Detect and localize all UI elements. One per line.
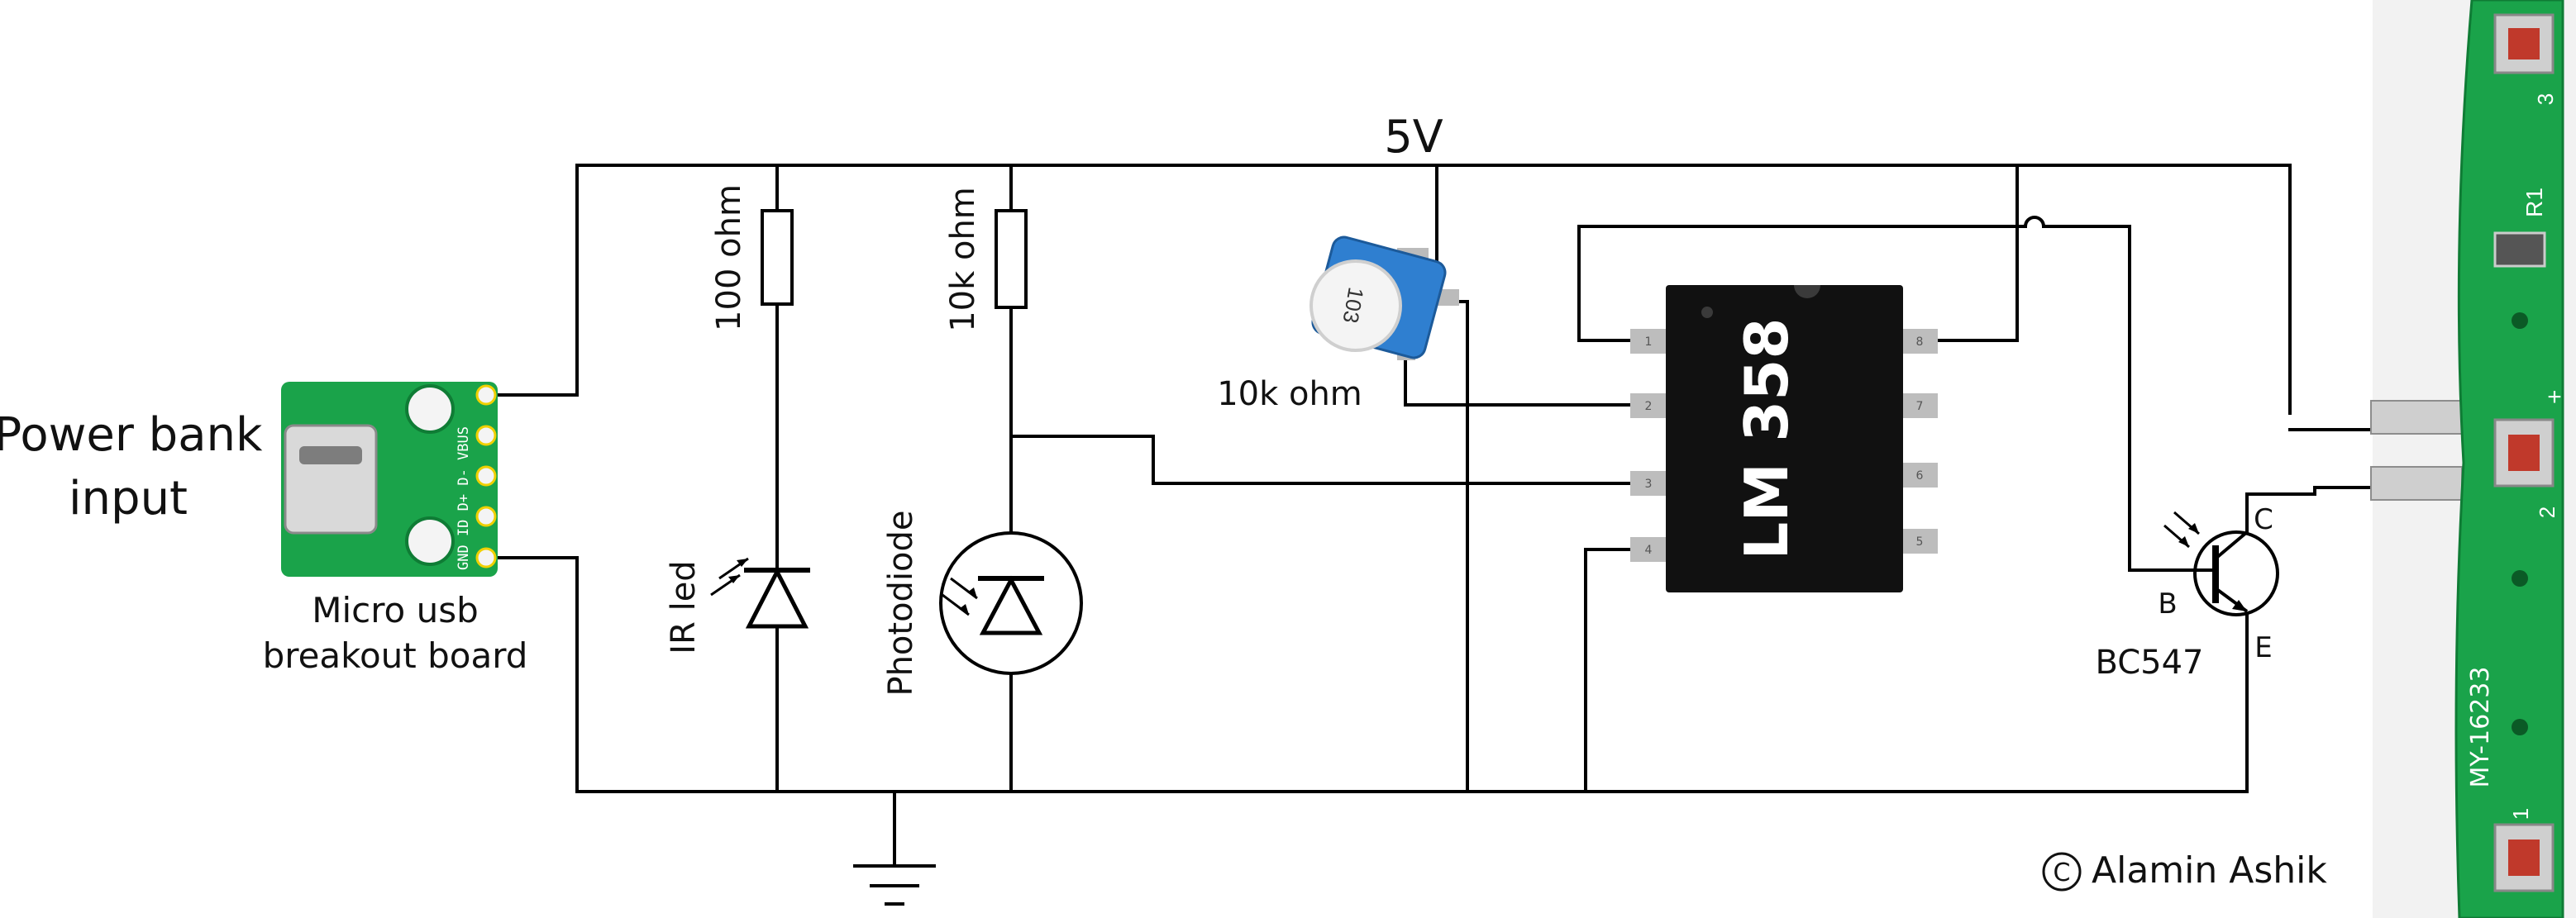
- ground-symbol: [853, 864, 936, 906]
- crossover-hop: [2023, 216, 2046, 229]
- trimmer-potentiometer: 103: [1309, 235, 1459, 360]
- pcb-r1-label: R1: [2521, 188, 2547, 217]
- copyright-symbol: C: [2054, 859, 2071, 887]
- copyright-notice: C Alamin Ashik: [2042, 849, 2327, 892]
- pot-label: 10k ohm: [1217, 375, 1362, 413]
- pcb-plus-mark: +: [2547, 383, 2562, 411]
- copyright-text: Alamin Ashik: [2092, 849, 2327, 892]
- pcb-pad-3: 3: [2533, 93, 2558, 105]
- transistor-pin-e: E: [2254, 631, 2272, 664]
- pot-gnd-wire: [1449, 300, 1469, 793]
- pot-wiper-wire: [1404, 345, 1648, 407]
- pin4-wire: [1584, 548, 1648, 793]
- resistor-10k-ohm: [995, 209, 1028, 309]
- ic-pin-7: 7: [1916, 400, 1924, 413]
- ic-body: [1666, 285, 1903, 592]
- load-wire-contact-bottom: [2370, 466, 2463, 501]
- usb-board-label-line2: breakout board: [263, 635, 528, 676]
- ic-pin-2: 2: [1645, 400, 1653, 413]
- usb-gnd-wire: [482, 556, 579, 793]
- usb-pin-header: [475, 384, 497, 568]
- usb-mounting-hole-bottom: [405, 516, 455, 566]
- ic-name: LM 358: [1732, 318, 1801, 560]
- led-pcb-strip: R1 3 2 1 + MY-16233: [2370, 0, 2576, 918]
- wires: [482, 164, 2454, 868]
- pcb-pad-2: 2: [2535, 507, 2559, 518]
- copyright-circle: [2042, 852, 2082, 892]
- resistor-100-ohm-label: 100 ohm: [710, 184, 748, 331]
- pcb-part-label: MY-16233: [2466, 667, 2495, 788]
- usb-pin-labels: GND ID D+ D- VBUS: [456, 426, 472, 570]
- transistor-pin-b: B: [2158, 587, 2177, 621]
- usb-mounting-hole-top: [405, 384, 455, 434]
- ir-led-symbol: [710, 557, 810, 629]
- ic-pin-8: 8: [1916, 335, 1924, 349]
- transistor-label: BC547: [2095, 644, 2203, 682]
- pin8-wire: [1933, 164, 2019, 342]
- load-wire-contact-top: [2370, 400, 2463, 435]
- resistor-10k-ohm-label: 10k ohm: [944, 187, 982, 332]
- ic-pin-5: 5: [1916, 535, 1924, 549]
- pin1-loop-wire: [1577, 225, 2131, 572]
- lm358-ic: 1 2 3 4 8 7 6 5 LM 358: [1630, 285, 1938, 592]
- ic-pin-3: 3: [1645, 478, 1653, 491]
- ic-pin-1: 1: [1645, 335, 1653, 349]
- power-input-label-line1: Power bank: [0, 408, 263, 462]
- collector-wire: [2245, 486, 2454, 534]
- usb-vbus-wire: [482, 164, 579, 397]
- ic-left-pins: 1 2 3 4: [1630, 329, 1667, 562]
- micro-usb-connector: [284, 424, 378, 535]
- power-input-label-line2: input: [69, 472, 188, 526]
- ic-pin-4: 4: [1645, 544, 1653, 557]
- usb-breakout-board: GND ID D+ D- VBUS: [281, 382, 498, 577]
- ic-right-pins: 8 7 6 5: [1901, 329, 1938, 554]
- vcc-rail: [575, 164, 2292, 415]
- pot-marking: 103: [1338, 286, 1369, 326]
- usb-board-label-line1: Micro usb: [312, 590, 479, 630]
- supply-label: 5V: [1384, 111, 1443, 163]
- ic-pin-6: 6: [1916, 469, 1924, 483]
- ir-led-label: IR led: [665, 560, 703, 654]
- pin3-wire: [1009, 435, 1648, 485]
- bc547-transistor: [2163, 511, 2279, 616]
- transistor-pin-c: C: [2254, 503, 2273, 536]
- micro-usb-port: [299, 446, 362, 464]
- photodiode-label: Photodiode: [882, 510, 920, 696]
- resistor-100-ohm: [761, 209, 794, 306]
- photodiode-symbol: [939, 531, 1083, 675]
- pcb-pad-1: 1: [2508, 808, 2533, 820]
